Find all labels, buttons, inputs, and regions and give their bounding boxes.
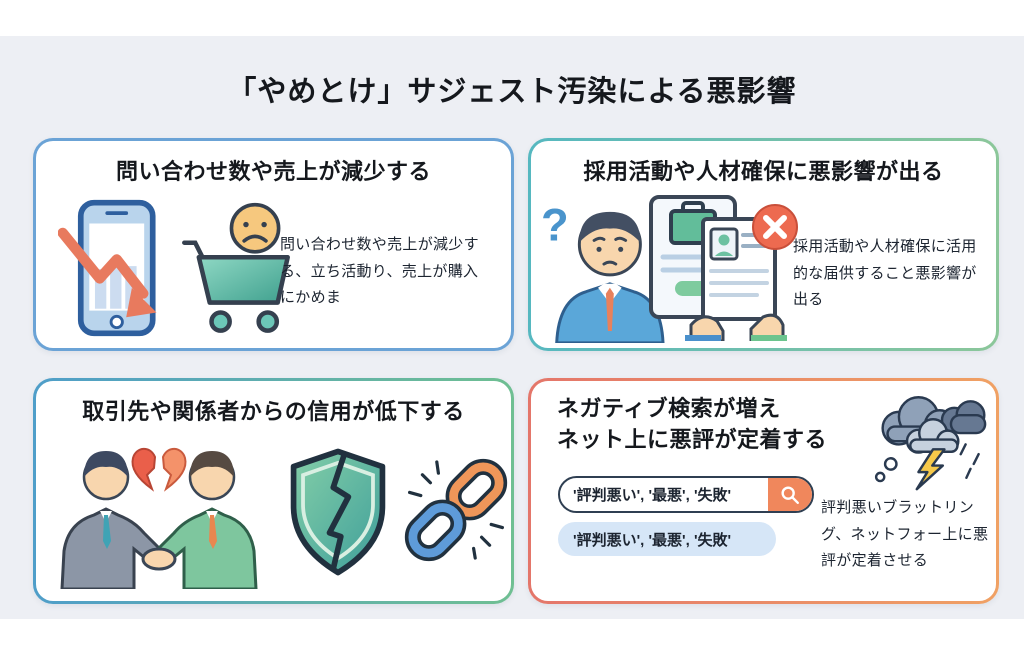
search-bar-illustration: '評判悪い', '最悪', '失敗' xyxy=(558,476,814,513)
card-trust-decline: 取引先や関係者からの信用が低下する xyxy=(33,378,514,604)
broken-shield-icon xyxy=(290,448,386,576)
card-trust-title: 取引先や関係者からの信用が低下する xyxy=(82,399,465,424)
search-icon xyxy=(781,485,799,504)
lightning-icon xyxy=(915,448,946,491)
search-query-text: '評判悪い', '最悪', '失敗' xyxy=(573,487,732,504)
phone-decline-chart-icon xyxy=(58,199,157,337)
infographic-stage: 「やめとけ」サジェスト汚染による悪影響 問い合わせ数や売上が減少する xyxy=(0,36,1024,619)
card-recruit-title: 採用活動や人材確保に悪影響が出る xyxy=(583,159,944,184)
broken-chain-icon xyxy=(404,458,508,562)
shopping-cart-icon xyxy=(182,240,290,333)
hands-icon xyxy=(685,313,787,341)
search-button xyxy=(768,478,812,511)
card-sales-decline: 問い合わせ数や売上が減少する xyxy=(33,138,514,351)
page-title: 「やめとけ」サジェスト汚染による悪影響 xyxy=(227,76,797,108)
search-suggestion-pill: '評判悪い', '最悪', '失敗' xyxy=(558,522,776,556)
card-search-title: ネガティブ検索が増え ネット上に悪評が定着する xyxy=(557,393,887,455)
card-recruit-impact: 採用活動や人材確保に悪影響が出る ? xyxy=(528,138,999,351)
sad-face-shopping-cart-icon xyxy=(182,202,290,333)
search-suggestion-text: '評判悪い', '最悪', '失敗' xyxy=(573,531,732,549)
resume-in-hands-icon xyxy=(701,217,777,321)
handshake-hands-icon xyxy=(141,547,177,571)
storm-cloud-icon xyxy=(874,396,987,491)
card-search-title-line2: ネット上に悪評が定着する xyxy=(557,427,828,453)
sad-face-icon xyxy=(229,202,281,254)
rejected-resume-icon xyxy=(649,195,798,341)
card-sales-body: 問い合わせ数や売上が減少する、立ち活動り、売上が購入にかめま xyxy=(280,236,479,307)
rain-icon xyxy=(959,443,980,480)
rejection-x-icon xyxy=(752,204,798,250)
broken-handshake-icon xyxy=(60,447,258,589)
question-mark-icon: ? xyxy=(541,199,569,250)
spark-lines-icon xyxy=(408,460,504,560)
broken-heart-icon xyxy=(131,447,187,492)
worried-businessman-icon: ? xyxy=(541,199,665,343)
card-search-body: 評判悪いブラットリング、ネットフォー上に悪評が定着させる xyxy=(821,499,989,570)
card-negative-search: ネガティブ検索が増え ネット上に悪評が定着する xyxy=(528,378,999,604)
card-recruit-body: 採用活動や人材確保に活用的な届供すること悪影響が出る xyxy=(793,238,977,309)
card-search-title-line1: ネガティブ検索が増え xyxy=(557,396,781,421)
card-sales-title: 問い合わせ数や売上が減少する xyxy=(115,159,431,184)
